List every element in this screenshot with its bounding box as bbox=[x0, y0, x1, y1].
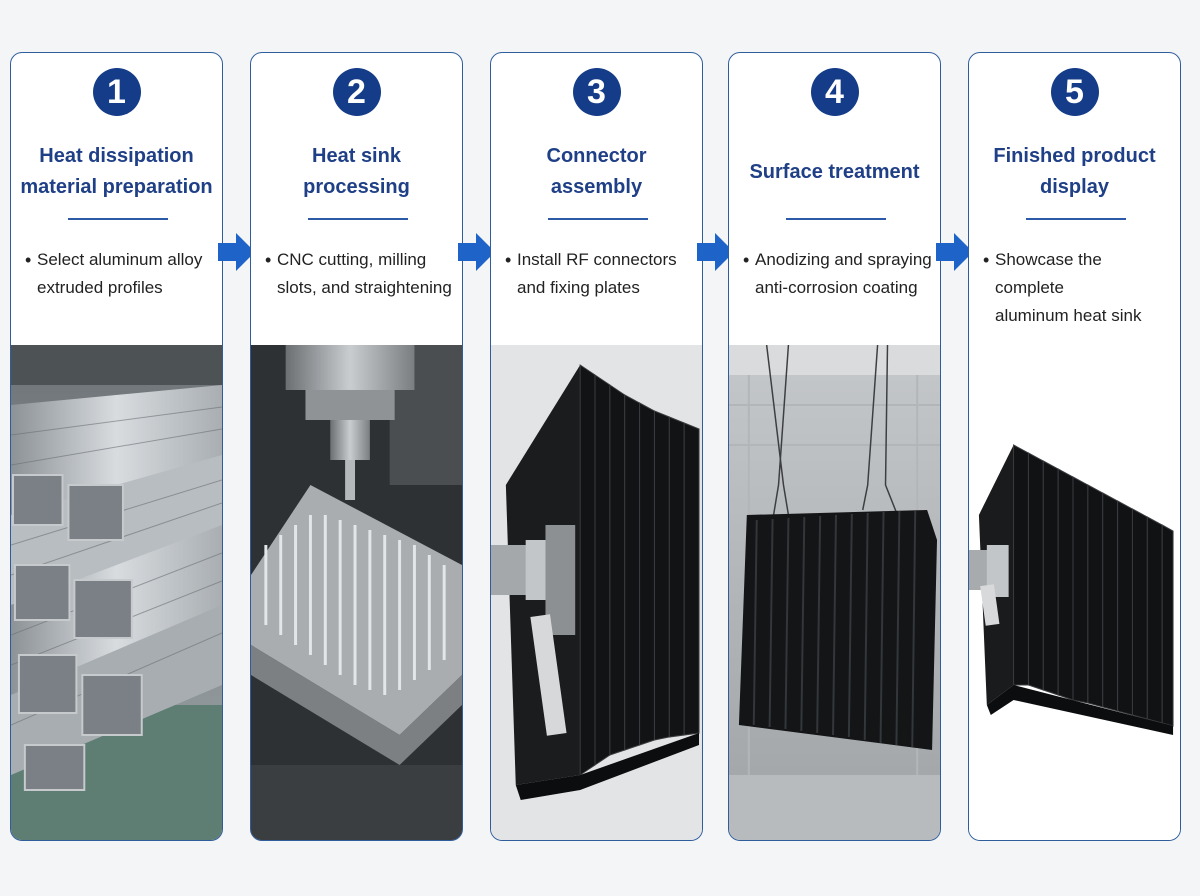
step-number-badge: 4 bbox=[810, 68, 859, 116]
step-card-2: 2 Heat sink processing • CNC cutting, mi… bbox=[250, 52, 463, 841]
arrow-right-icon bbox=[936, 232, 974, 272]
bullet-dot-icon: • bbox=[505, 250, 512, 270]
step-title: Finished product display bbox=[969, 141, 1180, 203]
step-number-badge: 1 bbox=[92, 68, 141, 116]
step-title: Surface treatment bbox=[729, 141, 940, 203]
step-title: Heat dissipation material preparation bbox=[11, 141, 222, 203]
step-number-badge: 2 bbox=[332, 68, 381, 116]
step-title-line: Finished product bbox=[993, 145, 1156, 167]
step-title-line: material preparation bbox=[20, 176, 213, 198]
step-title: Connector assembly bbox=[491, 141, 702, 203]
step-title-line: Connector assembly bbox=[546, 145, 647, 198]
step-title-line: Heat sink processing bbox=[303, 145, 410, 198]
step-bullet: • Select aluminum alloy extruded profile… bbox=[25, 246, 214, 302]
bullet-line: anti-corrosion coating bbox=[755, 278, 918, 297]
stacked-aluminum-profiles-photo bbox=[11, 345, 222, 840]
step-title-line: Surface treatment bbox=[749, 160, 920, 183]
bullet-line: Select aluminum alloy bbox=[37, 250, 203, 269]
step-title: Heat sink processing bbox=[251, 141, 462, 203]
bullet-line: extruded profiles bbox=[37, 278, 163, 297]
bullet-line: slots, and straightening bbox=[277, 278, 452, 297]
arrow-right-icon bbox=[697, 232, 735, 272]
bullet-line: Anodizing and spraying bbox=[755, 250, 932, 269]
heat-sink-with-rf-connector-photo bbox=[491, 345, 702, 840]
bullet-dot-icon: • bbox=[25, 250, 32, 270]
title-divider bbox=[68, 218, 168, 220]
bullet-dot-icon: • bbox=[983, 250, 990, 270]
bullet-line: Showcase the complete bbox=[995, 250, 1102, 297]
bullet-line: aluminum heat sink bbox=[995, 306, 1142, 325]
step-bullet: • Showcase the complete aluminum heat si… bbox=[983, 246, 1172, 330]
step-bullet: • CNC cutting, milling slots, and straig… bbox=[265, 246, 454, 302]
bullet-line: Install RF connectors bbox=[517, 250, 677, 269]
step-number-badge: 5 bbox=[1050, 68, 1099, 116]
cnc-milling-heat-sink-photo bbox=[251, 345, 462, 840]
finished-black-heat-sink-photo bbox=[969, 345, 1180, 840]
step-number-badge: 3 bbox=[572, 68, 621, 116]
title-divider bbox=[308, 218, 408, 220]
title-divider bbox=[1026, 218, 1126, 220]
title-divider bbox=[786, 218, 886, 220]
title-divider bbox=[548, 218, 648, 220]
step-bullet: • Install RF connectors and fixing plate… bbox=[505, 246, 694, 302]
step-card-1: 1 Heat dissipation material preparation … bbox=[10, 52, 223, 841]
step-card-4: 4 Surface treatment • Anodizing and spra… bbox=[728, 52, 941, 841]
step-bullet: • Anodizing and spraying anti-corrosion … bbox=[743, 246, 932, 302]
bullet-dot-icon: • bbox=[265, 250, 272, 270]
bullet-line: and fixing plates bbox=[517, 278, 640, 297]
arrow-right-icon bbox=[458, 232, 496, 272]
step-title-line: display bbox=[1040, 176, 1109, 198]
step-card-3: 3 Connector assembly • Install RF connec… bbox=[490, 52, 703, 841]
bullet-dot-icon: • bbox=[743, 250, 750, 270]
hanging-heat-sink-coating-line-photo bbox=[729, 345, 940, 840]
step-title-line: Heat dissipation bbox=[39, 145, 194, 167]
arrow-right-icon bbox=[218, 232, 256, 272]
bullet-line: CNC cutting, milling bbox=[277, 250, 427, 269]
step-card-5: 5 Finished product display • Showcase th… bbox=[968, 52, 1181, 841]
